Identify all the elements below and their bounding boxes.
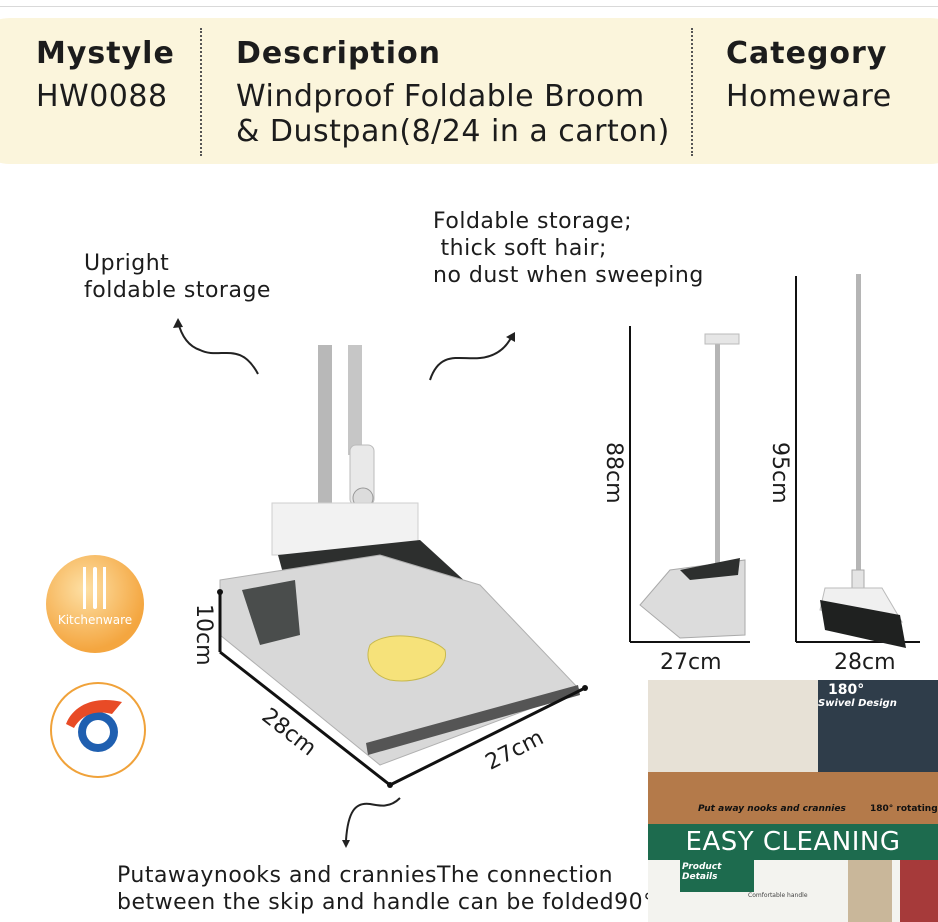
upright-dustpan-body: [639, 559, 746, 639]
dustpan-side-panel: [242, 580, 300, 645]
upright-caption: Upright foldable storage: [84, 250, 271, 304]
main-broom-dustpan-illustration: [219, 345, 581, 766]
utensils-icon: [83, 567, 106, 609]
bottom-caption: Putawaynooks and cranniesThe connection …: [117, 862, 655, 916]
put-away-title: Put away nooks and crannies: [698, 804, 846, 814]
curly-arrow-bottom: [345, 797, 401, 841]
product-info-header: [0, 18, 938, 164]
easy-cleaning-banner: EASY CLEANING: [648, 824, 938, 860]
dustpan-rubber-lip: [366, 685, 580, 755]
product-sticker: [367, 635, 446, 682]
handle-left: [318, 345, 332, 525]
dimension-endpoint: [582, 685, 588, 691]
width-dimension-line: [389, 686, 586, 787]
upright-broom-bristles: [680, 558, 740, 580]
broom-width-label: 28cm: [834, 650, 896, 675]
caption-line: Foldable storage;: [433, 209, 632, 234]
arrow-head-icon: [506, 332, 515, 342]
caption-line: thick soft hair;: [433, 236, 607, 261]
broom-handle: [856, 274, 861, 574]
caption-line: Putawaynooks and cranniesThe connection: [117, 863, 614, 888]
kitchenware-label: Kitchenware: [57, 613, 133, 627]
caption-line: no dust when sweeping: [433, 263, 704, 288]
curly-arrow-left: [177, 321, 259, 375]
handle-grip: [704, 333, 740, 345]
handle-right: [348, 345, 362, 455]
brand-heading: Mystyle: [36, 36, 175, 71]
certificate-seal: [50, 682, 146, 778]
certificate-logo-icon: [66, 700, 122, 752]
rotating-title: 180° rotating broo: [870, 804, 938, 814]
upright-dustpan-handle: [715, 344, 720, 584]
side-view-illustrations: [629, 274, 920, 648]
swivel-title: Swivel Design: [818, 698, 897, 709]
curly-arrow-right: [429, 335, 513, 381]
depth-dimension-line: [219, 650, 391, 787]
arrow-head-icon: [342, 840, 350, 848]
arrow-head-icon: [173, 318, 183, 328]
feature-caption: Foldable storage; thick soft hair; no du…: [433, 208, 704, 289]
promo-person-photo: [900, 860, 938, 922]
curly-arrows: [173, 318, 515, 848]
top-divider-line: [0, 6, 938, 7]
description-line-2: & Dustpan(8/24 in a carton): [236, 114, 670, 149]
main-dimension-lines: [217, 589, 588, 788]
broom-height-label: 95cm: [767, 442, 792, 504]
broom-bristles-side: [820, 600, 906, 648]
dimension-endpoint: [217, 589, 223, 595]
swivel-angle: 180°: [828, 682, 865, 698]
kitchenware-badge: Kitchenware: [46, 555, 144, 653]
dustpan-total-height-label: 88cm: [601, 442, 626, 504]
caption-line: between the skip and handle can be folde…: [117, 890, 655, 915]
dustpan-height-label: 10cm: [191, 604, 216, 666]
model-code: HW0088: [36, 79, 168, 114]
promo-floor-strip: [648, 772, 938, 824]
caption-line: Upright: [84, 251, 170, 276]
column-separator: [200, 28, 202, 156]
description-line-1: Windproof Foldable Broom: [236, 79, 645, 114]
dustpan-total-width-label: 27cm: [660, 650, 722, 675]
category-column: Category Homeware: [726, 36, 892, 114]
product-details-tag: Product Details: [680, 860, 754, 892]
comfortable-handle-note: Comfortable handle: [748, 892, 808, 899]
description-heading: Description: [236, 36, 442, 71]
promo-panel: 180° Swivel Design Put away nooks and cr…: [648, 680, 938, 922]
caption-line: foldable storage: [84, 278, 271, 303]
promo-person-photo: [848, 860, 892, 922]
category-heading: Category: [726, 36, 888, 71]
description-column: Description Windproof Foldable Broom & D…: [236, 36, 670, 149]
category-value: Homeware: [726, 79, 892, 114]
column-separator: [691, 28, 693, 156]
brand-column: Mystyle HW0088: [36, 36, 175, 114]
